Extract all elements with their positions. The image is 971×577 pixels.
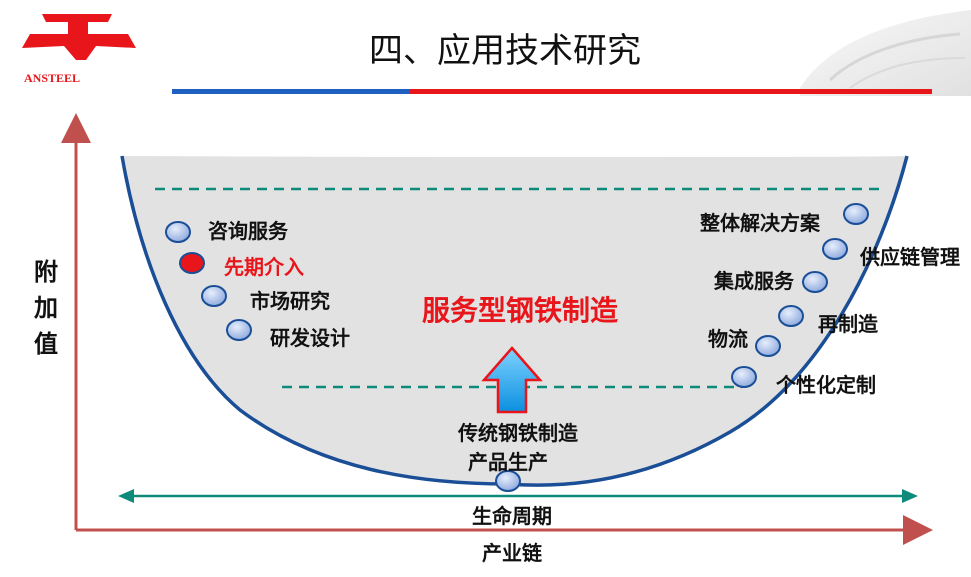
left-node-highlight xyxy=(179,252,205,274)
left-node xyxy=(226,319,252,341)
right-node-label: 供应链管理 xyxy=(859,245,960,269)
left-node xyxy=(201,285,227,307)
page-title: 四、应用技术研究 xyxy=(369,31,641,71)
bowl-area xyxy=(122,156,907,486)
ansteel-logo: ANSTEEL xyxy=(22,14,136,85)
right-node-label: 集成服务 xyxy=(713,269,795,293)
lifecycle-arrow xyxy=(118,489,918,503)
x-axis-label: 产业链 xyxy=(482,541,543,565)
left-node-label: 先期介入 xyxy=(224,255,304,279)
center-headline: 服务型钢铁制造 xyxy=(422,294,618,327)
traditional-label: 传统钢铁制造 xyxy=(457,421,579,445)
right-node-label: 再制造 xyxy=(818,312,879,336)
left-node-label: 研发设计 xyxy=(270,326,350,350)
left-node-label: 市场研究 xyxy=(250,289,330,313)
logo-text: ANSTEEL xyxy=(24,71,80,85)
right-node xyxy=(755,335,781,357)
right-node-label: 整体解决方案 xyxy=(699,211,821,235)
right-node xyxy=(802,271,828,293)
left-node xyxy=(165,221,191,243)
y-axis-label: 附加值 xyxy=(34,258,58,358)
up-arrow xyxy=(481,346,543,414)
right-node-label: 个性化定制 xyxy=(775,373,876,397)
left-node-label: 咨询服务 xyxy=(208,219,289,243)
lifecycle-label: 生命周期 xyxy=(472,504,552,528)
production-label: 产品生产 xyxy=(468,450,548,474)
y-axis-label-char: 附 xyxy=(34,258,58,286)
right-node-label: 物流 xyxy=(708,327,748,351)
right-node xyxy=(843,203,869,225)
bottom-node xyxy=(495,470,521,492)
y-axis-label-char: 加 xyxy=(34,294,58,322)
right-node xyxy=(822,238,848,260)
title-underline xyxy=(172,89,932,94)
y-axis-label-char: 值 xyxy=(34,330,58,358)
right-node xyxy=(731,366,757,388)
right-node xyxy=(778,305,804,327)
car-illustration xyxy=(800,10,971,96)
